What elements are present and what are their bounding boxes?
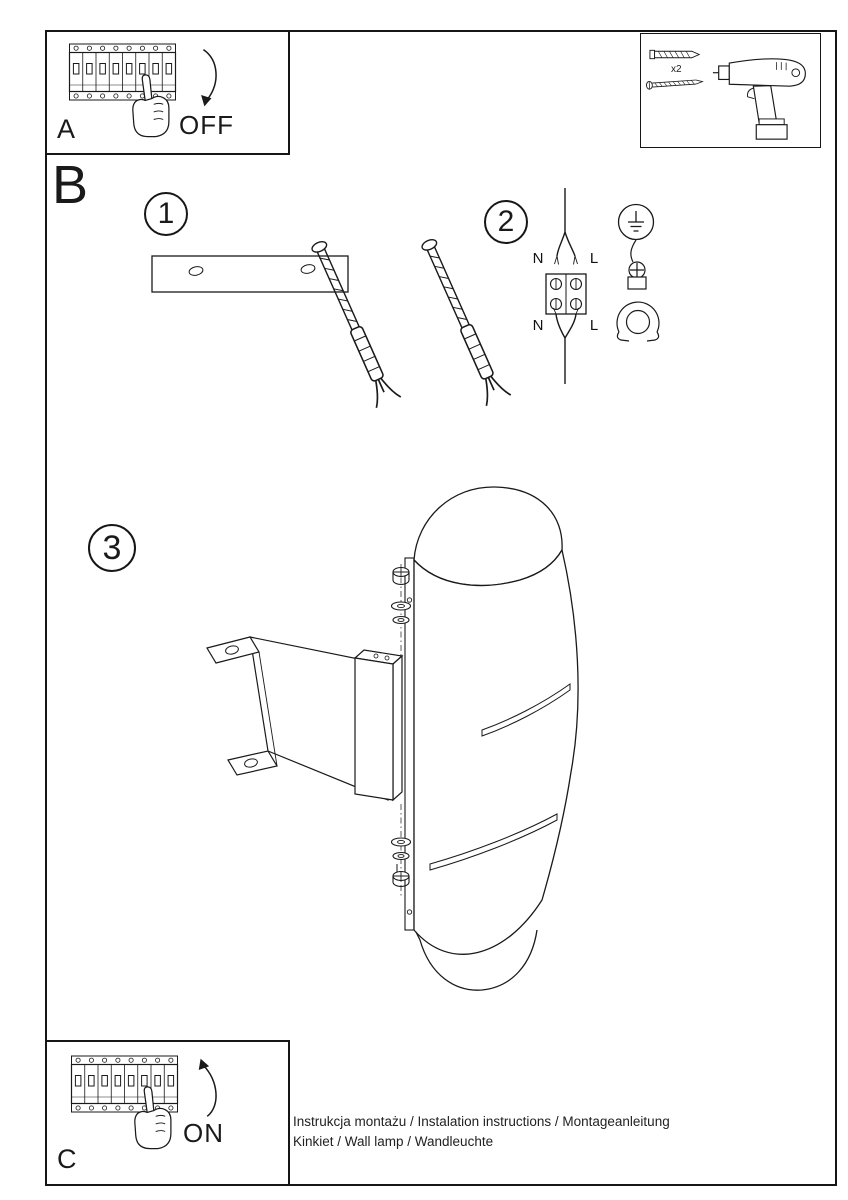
section-b-label: B <box>52 155 89 215</box>
earth-clamp-icon <box>616 239 660 342</box>
lamp-wire-icon <box>553 307 579 384</box>
step-3-number: 3 <box>102 528 122 567</box>
wire-n-top-label: N <box>533 250 544 267</box>
mounting-block-icon <box>353 649 404 802</box>
wire-l-bottom-label: L <box>590 317 598 334</box>
step-2-number: 2 <box>497 205 515 238</box>
anchor-count-label: x2 <box>671 64 682 75</box>
washer-icon <box>390 837 412 861</box>
switch-state-on: ON <box>183 1118 224 1148</box>
wall-bracket-icon <box>206 636 389 801</box>
arrow-up-icon <box>197 1057 217 1118</box>
lamp-shade-icon <box>406 486 579 991</box>
washer-icon <box>390 601 412 625</box>
ground-symbol-icon <box>617 203 655 241</box>
wire-n-bottom-label: N <box>533 317 544 334</box>
wall-anchor-icon <box>649 49 700 60</box>
panel-c-label: C <box>57 1144 77 1174</box>
step-2-diagram: N L N L <box>533 188 660 384</box>
page-frame <box>45 30 837 1186</box>
pointing-hand-icon <box>132 74 170 138</box>
footer-line-1: Instrukcja montażu / Instalation instruc… <box>293 1114 670 1129</box>
footer-line-2: Kinkiet / Wall lamp / Wandleuchte <box>293 1134 494 1149</box>
panel-a-label: A <box>57 114 76 144</box>
step-1-diagram <box>151 234 512 409</box>
step-2-badge: 2 <box>484 200 528 244</box>
supply-wire-icon <box>554 188 578 265</box>
fixing-screw-bottom-icon <box>390 804 412 896</box>
switch-state-off: OFF <box>179 110 234 140</box>
mounting-plate-icon <box>151 255 349 293</box>
arrow-down-icon <box>200 48 217 108</box>
fixing-screw-top-icon <box>390 564 412 656</box>
step-1-badge: 1 <box>144 192 188 236</box>
terminal-block-icon <box>545 273 587 315</box>
step-3-badge: 3 <box>88 524 136 572</box>
footer-text: Instrukcja montażu / Instalation instruc… <box>293 1112 670 1152</box>
power-on-panel-box: ON C <box>45 1040 290 1186</box>
pointing-hand-icon <box>134 1086 172 1150</box>
step-1-number: 1 <box>157 197 175 230</box>
wire-l-top-label: L <box>590 250 598 267</box>
power-off-panel-box: OFF A <box>45 30 290 155</box>
required-tools-box: x2 <box>640 33 821 148</box>
screw-icon <box>645 77 704 90</box>
step-3-diagram <box>206 486 579 991</box>
drill-icon <box>712 58 806 140</box>
